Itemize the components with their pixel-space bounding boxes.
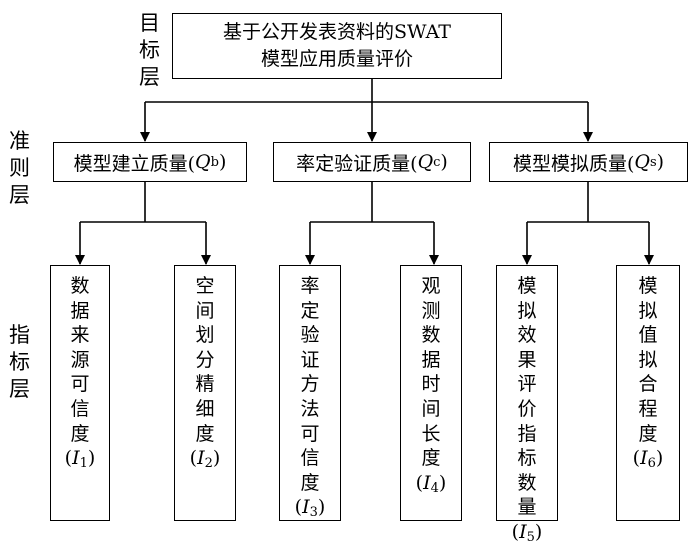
indicator-text: 模拟效果评价指标数量: [517, 275, 537, 519]
criterion-subscript: s: [649, 154, 657, 170]
criterion-symbol: Q: [634, 151, 650, 173]
indicator-symbol: I: [423, 471, 431, 494]
indicator-symbol: I: [302, 496, 310, 519]
indicator-subscript: 5: [526, 529, 535, 545]
indicator-text: 率定验证方法可信度: [300, 275, 320, 494]
criterion-close: ): [440, 151, 448, 173]
goal-level-text: 目标层: [139, 11, 161, 89]
indicator-text: 数据来源可信度: [70, 275, 90, 445]
indicator-text: 观测数据时间长度: [421, 275, 441, 470]
indicator-subscript: 2: [204, 456, 213, 472]
indicator-box-5: 模拟效果评价指标数量 (I5): [496, 265, 558, 545]
indicator-box-4: 观测数据时间长度 (I4): [400, 265, 462, 521]
indicator-subscript: 1: [79, 456, 88, 472]
indicator-level-label: 指标层: [8, 322, 34, 403]
indicator-code: (I6): [632, 447, 664, 472]
goal-line-2: 模型应用质量评价: [260, 48, 413, 70]
indicator-symbol: I: [640, 447, 648, 470]
indicator-text: 模拟值拟合程度: [638, 275, 658, 445]
indicator-code: (I2): [189, 447, 221, 472]
criterion-subscript: b: [210, 154, 219, 170]
criterion-close: ): [218, 151, 227, 173]
criteria-level-label: 准则层: [8, 128, 34, 209]
indicator-box-3: 率定验证方法可信度 (I3): [279, 265, 341, 521]
criterion-close: ): [656, 151, 665, 173]
indicator-code: (I5): [511, 520, 543, 545]
indicator-code: (I1): [64, 447, 96, 472]
indicator-symbol: I: [72, 447, 80, 470]
criterion-symbol: Q: [195, 151, 211, 173]
indicator-subscript: 3: [309, 505, 318, 521]
indicator-level-text: 指标层: [9, 323, 31, 401]
criteria-level-text: 准则层: [9, 129, 31, 207]
indicator-subscript: 4: [430, 480, 439, 496]
indicator-code: (I3): [294, 496, 326, 521]
criterion-subscript: c: [433, 154, 441, 170]
indicator-box-1: 数据来源可信度 (I1): [50, 265, 110, 521]
goal-line-1: 基于公开发表资料的SWAT: [223, 21, 451, 43]
connector-lines: [75, 79, 654, 265]
goal-box: 基于公开发表资料的SWAT 模型应用质量评价: [172, 13, 502, 79]
indicator-symbol: I: [519, 520, 527, 543]
goal-level-label: 目标层: [138, 10, 164, 91]
indicator-symbol: I: [197, 447, 205, 470]
indicator-box-6: 模拟值拟合程度 (I6): [616, 265, 680, 521]
indicator-code: (I4): [415, 471, 447, 496]
indicator-subscript: 6: [647, 456, 656, 472]
criterion-text: 模型模拟质量(: [512, 152, 635, 175]
indicator-text: 空间划分精细度: [195, 275, 215, 445]
criterion-symbol: Q: [417, 151, 434, 173]
criterion-text: 模型建立质量(: [73, 152, 196, 175]
criterion-text: 率定验证质量(: [296, 152, 418, 175]
indicator-box-2: 空间划分精细度 (I2): [174, 265, 236, 521]
